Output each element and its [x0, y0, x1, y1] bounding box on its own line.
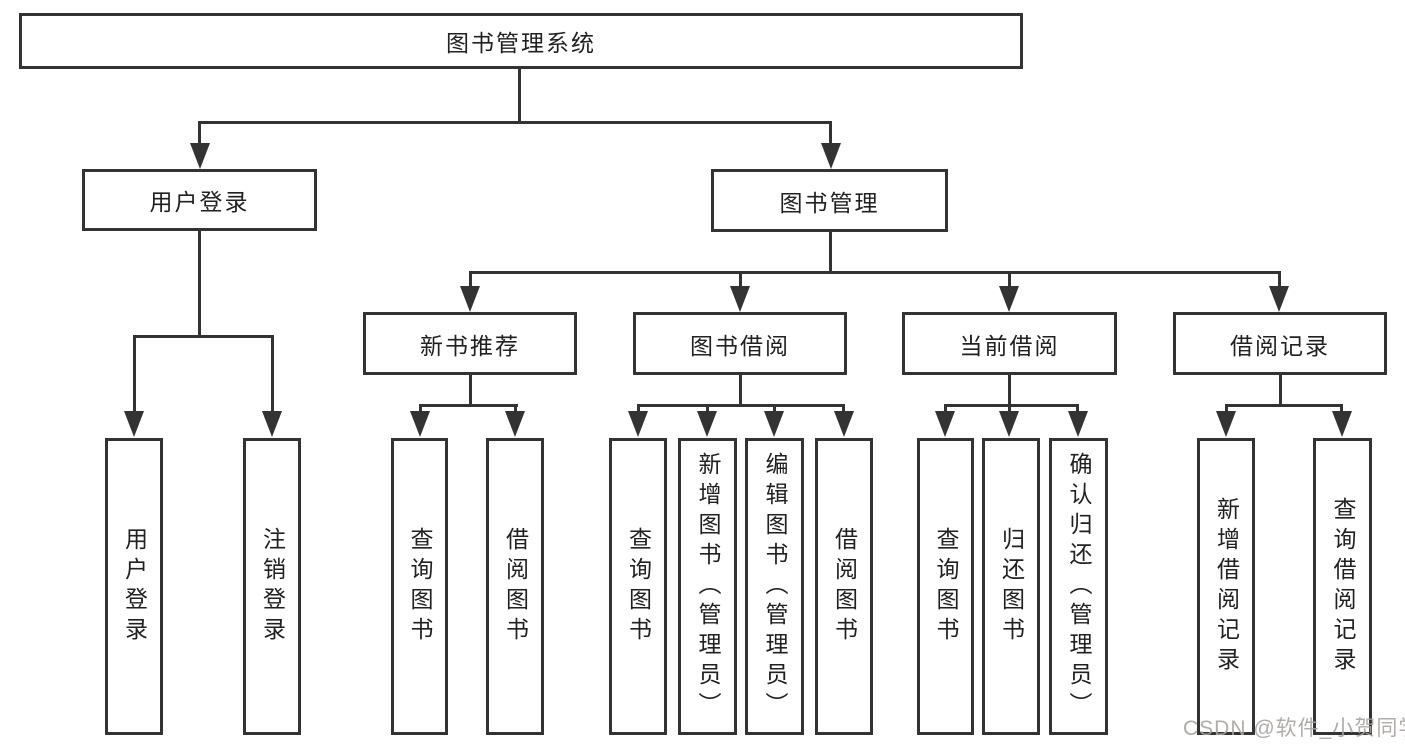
node-user-login: 用户登录: [82, 169, 317, 231]
leaf-borrow-query-book-label: 查询图书: [625, 526, 652, 647]
arrow-down-icon: [124, 411, 144, 437]
node-book-borrowing-label: 图书借阅: [690, 332, 790, 359]
connector-vline: [518, 69, 521, 124]
leaf-borrow-edit-book-admin-label: 编辑图书（管理员）: [762, 451, 788, 722]
node-book-borrowing: 图书借阅: [633, 312, 847, 375]
arrow-down-icon: [460, 286, 480, 312]
node-current-borrowing: 当前借阅: [902, 312, 1117, 375]
node-new-book-recommendation-label: 新书推荐: [420, 332, 520, 359]
connector-vline: [198, 121, 201, 146]
leaf-borrow-add-book-admin: 新增图书（管理员）: [678, 438, 737, 735]
leaf-user-login: 用户登录: [105, 438, 163, 735]
arrow-down-icon: [410, 411, 430, 437]
arrow-down-icon: [628, 411, 648, 437]
node-current-borrowing-label: 当前借阅: [959, 332, 1060, 359]
connector-vline: [198, 231, 201, 338]
arrow-down-icon: [1332, 411, 1352, 437]
arrow-down-icon: [999, 286, 1019, 312]
leaf-current-confirm-return-admin-label: 确认归还（管理员）: [1066, 451, 1092, 722]
node-borrowing-records-label: 借阅记录: [1230, 332, 1330, 359]
node-borrowing-records: 借阅记录: [1173, 312, 1387, 375]
arrow-down-icon: [935, 411, 955, 437]
leaf-current-query-book-label: 查询图书: [933, 526, 959, 647]
leaf-logout-label: 注销登录: [259, 526, 286, 647]
watermark: CSDN @软件_小贺同学: [1183, 717, 1405, 740]
arrow-down-icon: [262, 411, 282, 437]
connector-vline: [739, 375, 742, 407]
connector-hline: [419, 404, 518, 407]
arrow-down-icon: [764, 411, 784, 437]
connector-vline: [469, 271, 472, 287]
connector-vline: [829, 232, 832, 274]
connector-vline: [637, 404, 640, 413]
connector-vline: [773, 404, 776, 413]
connector-vline: [1225, 404, 1228, 413]
connector-hline: [469, 271, 1281, 274]
arrow-down-icon: [1216, 411, 1236, 437]
arrow-down-icon: [999, 411, 1019, 437]
connector-hline: [198, 121, 832, 124]
connector-vline: [469, 375, 472, 407]
arrow-down-icon: [697, 411, 717, 437]
connector-vline: [739, 271, 742, 287]
leaf-current-confirm-return-admin: 确认归还（管理员）: [1049, 438, 1108, 735]
connector-vline: [1278, 271, 1281, 287]
leaf-current-return-book: 归还图书: [982, 438, 1040, 735]
connector-hline: [133, 335, 274, 338]
connector-vline: [1076, 404, 1079, 413]
node-root: 图书管理系统: [19, 13, 1023, 69]
connector-vline: [944, 404, 947, 413]
connector-vline: [1008, 271, 1011, 287]
node-new-book-recommendation: 新书推荐: [363, 312, 577, 375]
arrow-down-icon: [730, 286, 750, 312]
leaf-records-add-record: 新增借阅记录: [1197, 438, 1255, 735]
connector-vline: [706, 404, 709, 413]
arrow-down-icon: [1068, 411, 1088, 437]
leaf-logout: 注销登录: [243, 438, 301, 735]
connector-vline: [419, 404, 422, 413]
connector-hline: [944, 404, 1079, 407]
node-book-management: 图书管理: [711, 169, 948, 232]
leaf-records-add-record-label: 新增借阅记录: [1213, 496, 1240, 677]
connector-vline: [829, 121, 832, 146]
connector-hline: [637, 404, 845, 407]
connector-hline: [1225, 404, 1343, 407]
leaf-borrow-add-book-admin-label: 新增图书（管理员）: [695, 451, 721, 722]
leaf-records-query-record: 查询借阅记录: [1313, 438, 1372, 735]
node-user-login-label: 用户登录: [149, 189, 250, 215]
leaf-user-login-label: 用户登录: [121, 526, 148, 647]
connector-vline: [1279, 375, 1282, 407]
connector-vline: [1340, 404, 1343, 413]
leaf-borrow-edit-book-admin: 编辑图书（管理员）: [745, 438, 804, 735]
arrow-down-icon: [821, 143, 841, 169]
leaf-borrow-borrow-book-label: 借阅图书: [831, 526, 858, 647]
leaf-current-query-book: 查询图书: [917, 438, 974, 735]
leaf-borrow-query-book: 查询图书: [609, 438, 667, 735]
connector-vline: [1008, 375, 1011, 407]
leaf-current-return-book-label: 归还图书: [998, 526, 1025, 647]
leaf-recommend-query-book-label: 查询图书: [407, 526, 433, 647]
leaf-recommend-query-book: 查询图书: [391, 438, 448, 735]
arrow-down-icon: [834, 411, 854, 437]
node-book-management-label: 图书管理: [779, 189, 880, 216]
arrow-down-icon: [1269, 286, 1289, 312]
leaf-recommend-borrow-book-label: 借阅图书: [502, 526, 529, 647]
leaf-records-query-record-label: 查询借阅记录: [1330, 496, 1356, 677]
connector-vline: [1008, 404, 1011, 413]
connector-vline: [842, 404, 845, 413]
connector-vline: [514, 404, 517, 413]
arrow-down-icon: [505, 411, 525, 437]
leaf-borrow-borrow-book: 借阅图书: [815, 438, 873, 735]
connector-vline: [133, 335, 136, 415]
node-root-label: 图书管理系统: [446, 30, 596, 56]
arrow-down-icon: [190, 143, 210, 169]
connector-vline: [271, 335, 274, 415]
leaf-recommend-borrow-book: 借阅图书: [486, 438, 544, 735]
